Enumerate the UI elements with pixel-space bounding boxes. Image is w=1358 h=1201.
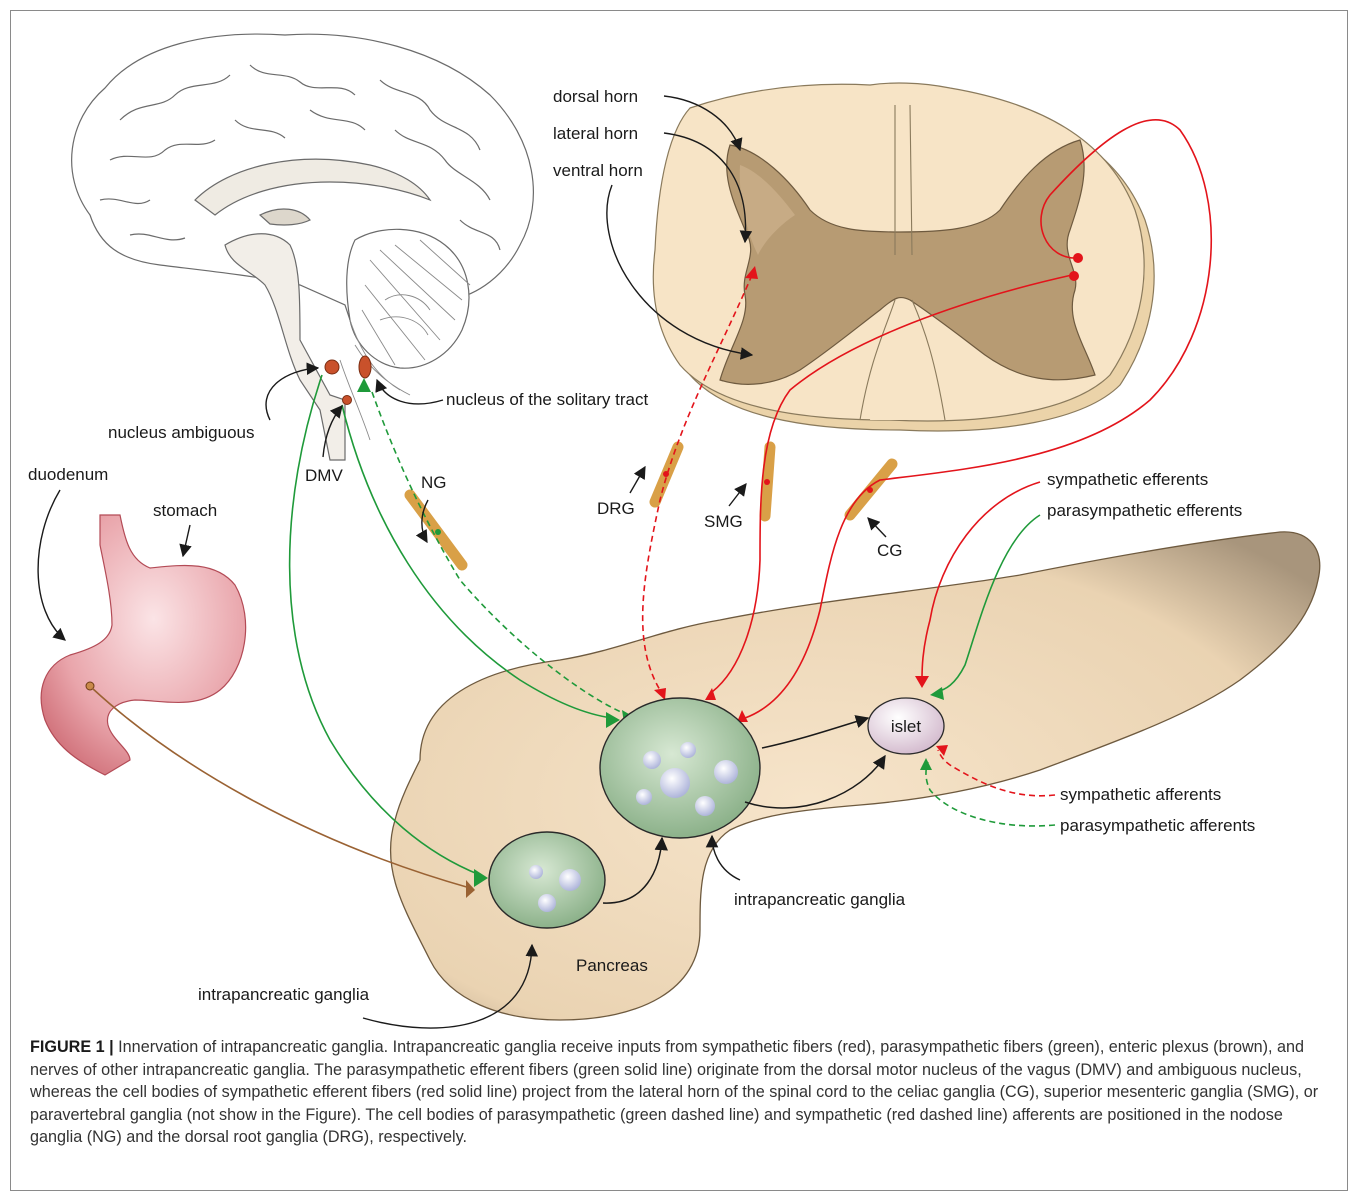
label-drg: DRG	[597, 499, 635, 518]
cg-soma	[867, 487, 873, 493]
dmv-marker	[343, 396, 352, 405]
label-pancreas: Pancreas	[576, 956, 648, 975]
lower-intrapancreatic-ganglion	[489, 832, 605, 928]
label-stomach: stomach	[153, 501, 217, 520]
stomach-illustration	[41, 515, 245, 775]
pointer-smg	[729, 484, 746, 506]
label-nucleus-solitary: nucleus of the solitary tract	[446, 390, 648, 409]
label-sympathetic-afferents: sympathetic afferents	[1060, 785, 1221, 804]
pancreas-illustration	[390, 532, 1319, 1020]
pointer-nucleus-solitary	[377, 380, 443, 404]
caption-text: Innervation of intrapancreatic ganglia. …	[30, 1038, 1318, 1146]
label-dorsal-horn: dorsal horn	[553, 87, 638, 106]
pointer-drg	[630, 467, 645, 493]
label-parasympathetic-afferents: parasympathetic afferents	[1060, 816, 1255, 835]
label-smg: SMG	[704, 512, 743, 531]
lateral-horn-soma	[1069, 271, 1079, 281]
label-islet: islet	[891, 717, 922, 736]
label-duodenum: duodenum	[28, 465, 108, 484]
pointer-duodenum	[38, 490, 65, 640]
smg-soma	[764, 479, 770, 485]
label-intrapancreatic-ganglia-bottom: intrapancreatic ganglia	[198, 985, 370, 1004]
label-sympathetic-efferents: sympathetic efferents	[1047, 470, 1208, 489]
drg-soma	[663, 471, 669, 477]
label-dmv: DMV	[305, 466, 343, 485]
upper-intrapancreatic-ganglion	[600, 698, 760, 838]
label-ng: NG	[421, 473, 447, 492]
pointer-cg	[868, 518, 886, 537]
label-lateral-horn: lateral horn	[553, 124, 638, 143]
label-cg: CG	[877, 541, 903, 560]
ng-soma	[435, 529, 441, 535]
arrowhead	[357, 378, 371, 392]
nucleus-solitary-marker	[359, 356, 371, 378]
figure-caption: FIGURE 1 | Innervation of intrapancreati…	[30, 1036, 1330, 1149]
label-nucleus-ambiguous: nucleus ambiguous	[108, 423, 254, 442]
caption-figure-label: FIGURE 1 |	[30, 1038, 114, 1056]
innervation-diagram: dorsal horn lateral horn ventral horn nu…	[0, 0, 1358, 1030]
nucleus-ambiguous-marker	[325, 360, 339, 374]
label-ventral-horn: ventral horn	[553, 161, 643, 180]
label-parasympathetic-efferents: parasympathetic efferents	[1047, 501, 1242, 520]
label-intrapancreatic-ganglia-right: intrapancreatic ganglia	[734, 890, 906, 909]
pointer-stomach	[183, 525, 190, 556]
lateral-horn-soma	[1073, 253, 1083, 263]
